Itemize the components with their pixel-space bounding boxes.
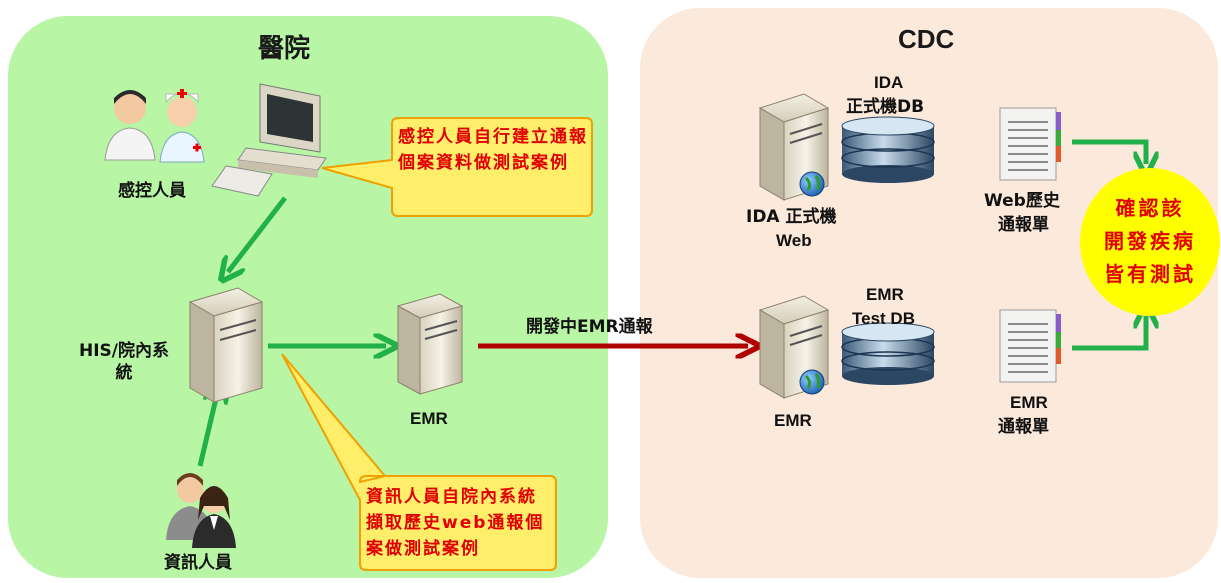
cdc-title: CDC bbox=[898, 24, 955, 54]
confirm-text-line3: 皆有測試 bbox=[1104, 262, 1196, 286]
infection-control-staff-icon bbox=[104, 89, 205, 163]
arrow-it-to-his bbox=[197, 390, 218, 467]
arrow-web-to-confirm bbox=[1072, 139, 1146, 164]
his-server-icon bbox=[188, 287, 264, 403]
it-staff-label: 資訊人員 bbox=[164, 553, 232, 573]
emr-report-label-line2: 通報單 bbox=[998, 417, 1049, 437]
ida-db-label-line1: IDA bbox=[874, 73, 904, 92]
callout-infection-control bbox=[321, 117, 593, 217]
confirm-text-line1: 確認該 bbox=[1115, 196, 1185, 220]
emr-db-label-line1: EMR bbox=[866, 285, 904, 304]
callout-infection-control-text: 感控人員自行建立通報個案資料做測試案例 bbox=[398, 127, 588, 173]
callout-it-staff-text: 資訊人員自院內系統擷取歷史web通報個案做測試案例 bbox=[366, 487, 545, 559]
desktop-computer-icon bbox=[211, 83, 327, 197]
arrow-emr-to-confirm bbox=[1072, 316, 1146, 351]
web-history-label-line2: 通報單 bbox=[998, 215, 1049, 235]
ida-web-label-line2: Web bbox=[776, 231, 812, 250]
emr-transfer-label: 開發中EMR通報 bbox=[526, 317, 653, 337]
emr-cdc-label: EMR bbox=[774, 411, 812, 430]
emr-server-hospital-icon bbox=[396, 293, 464, 395]
hospital-title: 醫院 bbox=[258, 34, 311, 64]
emr-report-label-line1: EMR bbox=[1010, 393, 1048, 412]
ida-web-label-line1: IDA 正式機 bbox=[746, 207, 837, 227]
emr-hospital-label: EMR bbox=[410, 409, 448, 428]
callout-it-staff bbox=[281, 353, 557, 571]
emr-server-cdc-icon bbox=[758, 295, 830, 399]
confirm-ellipse bbox=[1080, 168, 1220, 316]
web-history-report-document-icon bbox=[999, 107, 1061, 181]
ida-web-server-icon bbox=[758, 93, 830, 201]
arrow-pc-to-his bbox=[228, 196, 287, 272]
his-server-label: HIS/院內系統 bbox=[78, 341, 169, 383]
emr-test-database-icon bbox=[841, 322, 935, 385]
ida-db-label-line2: 正式機DB bbox=[846, 97, 925, 117]
ida-database-icon bbox=[841, 116, 935, 183]
emr-db-label-line2: Test DB bbox=[852, 309, 915, 328]
confirm-text-line2: 開發疾病 bbox=[1104, 229, 1196, 253]
web-history-label-line1: Web歷史 bbox=[984, 191, 1060, 211]
emr-report-document-icon bbox=[999, 309, 1061, 383]
infection-control-staff-label: 感控人員 bbox=[118, 181, 186, 201]
it-staff-icon bbox=[166, 473, 236, 548]
